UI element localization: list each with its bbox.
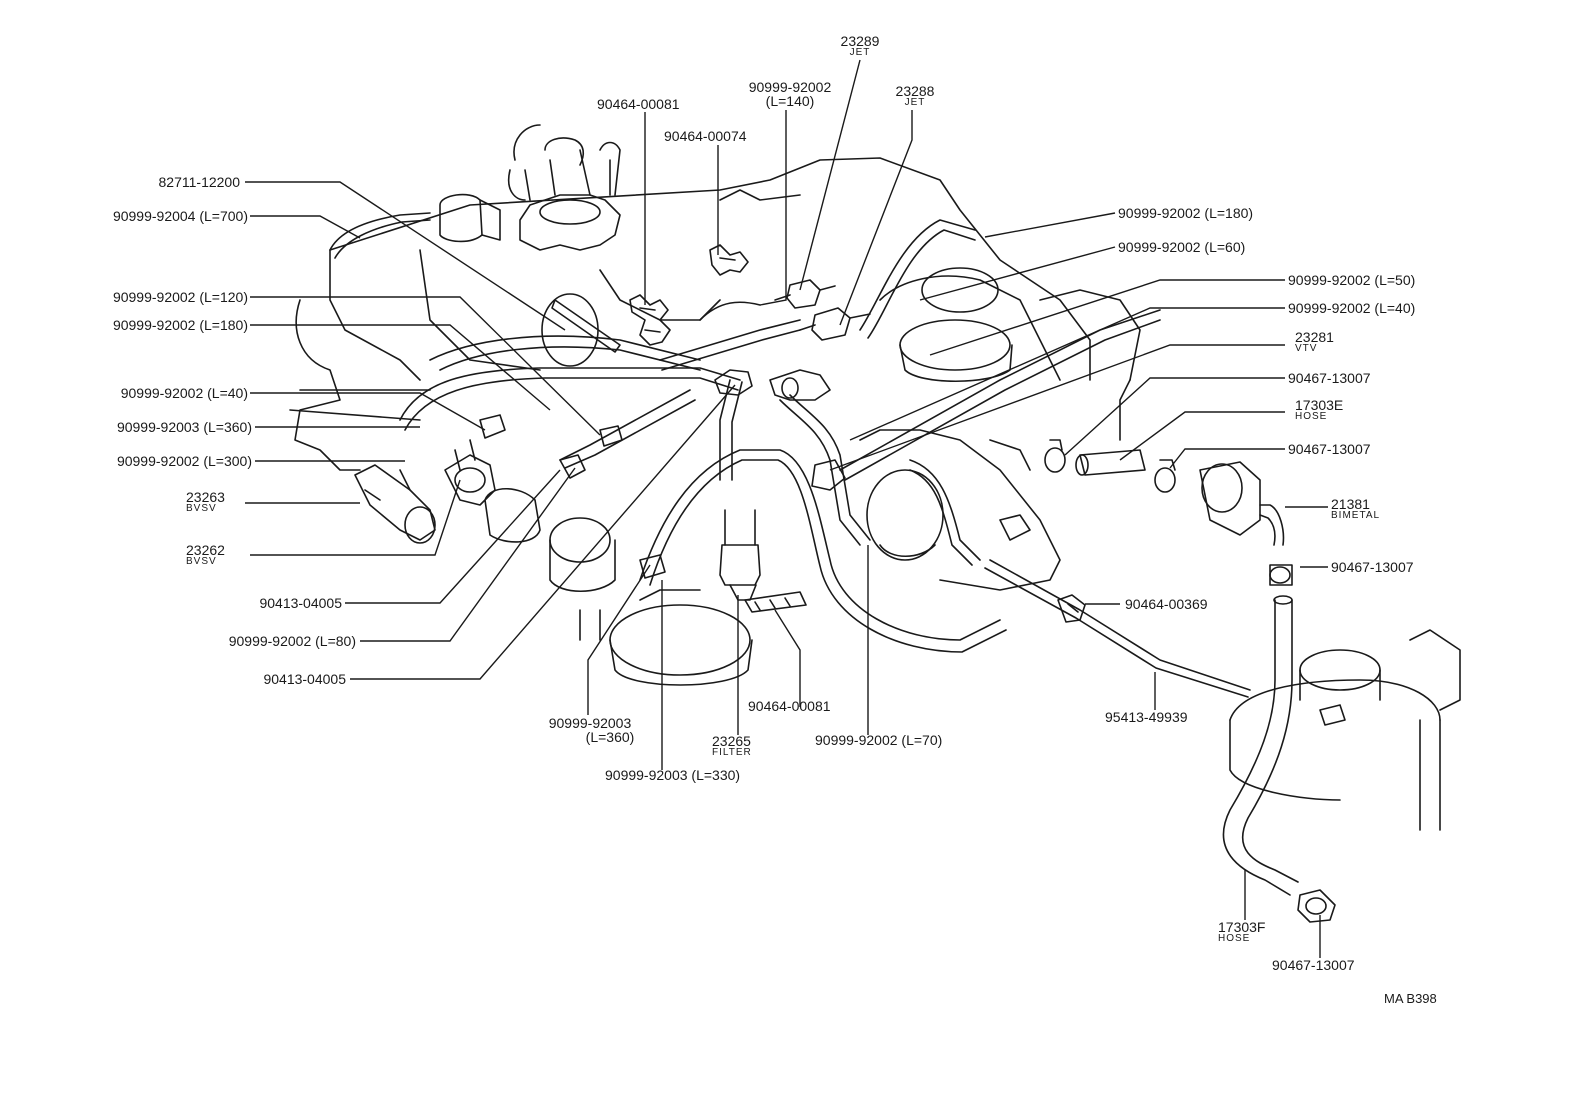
part-label-hose-l700: 90999-92004 (L=700) xyxy=(112,208,248,224)
part-label-clamp-13007-a: 90467-13007 xyxy=(1288,370,1371,386)
part-label-hose-l80: 90999-92002 (L=80) xyxy=(228,633,356,649)
part-label-hose-92003-l330: 90999-92003 (L=330) xyxy=(605,767,741,783)
charcoal-canister xyxy=(1229,629,1461,831)
part-label-90413-04005-a: 90413-04005 xyxy=(259,595,342,611)
clip-90464-00369 xyxy=(1057,594,1086,623)
bvsv-23263 xyxy=(354,464,436,544)
tee-fittings xyxy=(479,369,1031,579)
part-label-90413-04005-b: 90413-04005 xyxy=(263,671,346,687)
part-label-hose-92003-l360-bottom: 90999-92003(L=360) xyxy=(548,715,635,745)
part-label-clamp-00081-top: 90464-00081 xyxy=(597,96,680,112)
hose-clip-74 xyxy=(709,244,749,276)
part-label-hose-l180-left: 90999-92002 (L=180) xyxy=(112,317,248,333)
tie-strap xyxy=(541,293,621,367)
bimetal-21381 xyxy=(1199,461,1285,546)
hose-17303E xyxy=(1075,449,1146,476)
part-label-clamp-13007-c: 90467-13007 xyxy=(1331,559,1414,575)
part-label-hose-l180-right: 90999-92002 (L=180) xyxy=(1118,205,1254,221)
engine-block-outline xyxy=(289,157,1141,591)
clamp-90467-lower xyxy=(1297,889,1336,923)
vacuum-canister-left xyxy=(484,488,616,592)
part-label-hose-l40-left: 90999-92002 (L=40) xyxy=(120,385,248,401)
part-label-pipe-95413: 95413-49939 xyxy=(1105,709,1188,725)
clamp-90467-upper-left xyxy=(1044,439,1066,473)
part-label-hose-l300: 90999-92002 (L=300) xyxy=(116,453,252,469)
filter-23265 xyxy=(719,509,761,601)
hose-clamp-upper xyxy=(629,294,671,346)
vacuum-pipe xyxy=(984,559,1251,698)
part-label-hose-l50: 90999-92002 (L=50) xyxy=(1288,272,1416,288)
jet-23289 xyxy=(774,279,836,309)
vacuum-hoses-main xyxy=(399,219,1161,653)
part-label-hose-l70: 90999-92002 (L=70) xyxy=(815,732,943,748)
hose-clamp-lower xyxy=(744,591,807,613)
diagram-id: MA B398 xyxy=(1384,991,1437,1006)
clamp-90467-upper-right xyxy=(1154,459,1176,493)
leader-lines xyxy=(245,59,1328,958)
part-label-clamp-13007-b: 90467-13007 xyxy=(1288,441,1371,457)
vtv-23281 xyxy=(769,369,831,401)
base-dome xyxy=(579,589,753,686)
part-label-tie-strap: 82711-12200 xyxy=(158,174,240,190)
distributor-cap xyxy=(507,124,621,251)
part-label-hose-l60: 90999-92002 (L=60) xyxy=(1118,239,1246,255)
hose-17303F xyxy=(1222,595,1299,896)
air-intake-stub xyxy=(439,193,501,243)
part-label-hose-l40-right: 90999-92002 (L=40) xyxy=(1288,300,1416,316)
part-label-clamp-13007-d: 90467-13007 xyxy=(1272,957,1355,973)
part-label-hose-l140: 90999-92002(L=140) xyxy=(748,79,832,109)
part-label-clip-00074: 90464-00074 xyxy=(664,128,747,144)
vacuum-chamber-center xyxy=(866,469,944,561)
part-label-clamp-00081-bottom: 90464-00081 xyxy=(748,698,831,714)
clamp-90467-mid xyxy=(1269,564,1293,586)
part-label-hose-l120: 90999-92002 (L=120) xyxy=(112,289,248,305)
jet-23288 xyxy=(799,307,871,341)
dome-upper-right xyxy=(899,267,1013,382)
part-label-hose-92003-l360: 90999-92003 (L=360) xyxy=(116,419,252,435)
part-label-clip-00369: 90464-00369 xyxy=(1125,596,1208,612)
hose-700 xyxy=(329,212,431,259)
